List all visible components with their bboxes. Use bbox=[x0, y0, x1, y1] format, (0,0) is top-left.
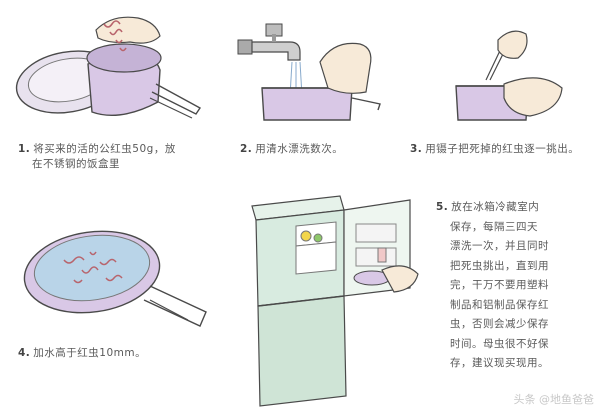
step5-number: 5. bbox=[436, 201, 449, 213]
refrigerator bbox=[251, 195, 347, 407]
step4-caption: 4.加水高于红虫10mm。 bbox=[18, 346, 218, 361]
step4-text: 加水高于红虫10mm。 bbox=[33, 347, 147, 359]
step5-text-line: 存，建议现买现用。 bbox=[450, 357, 549, 369]
step1-text: 将买来的活的公红虫50g，放 bbox=[33, 143, 176, 155]
step2-number: 2. bbox=[240, 143, 253, 155]
steel-lunchbox-with-water bbox=[23, 230, 207, 327]
step3-number: 3. bbox=[410, 143, 423, 155]
step3-caption: 3.用镊子把死掉的红虫逐一挑出。 bbox=[410, 142, 600, 157]
step1-caption: 1.将买来的活的公红虫50g，放 在不锈钢的饭盒里 bbox=[18, 142, 218, 172]
bottle-icon bbox=[377, 247, 387, 263]
step1-text-line2: 在不锈钢的饭盒里 bbox=[32, 158, 120, 170]
hand-icon bbox=[497, 30, 563, 117]
step5-text-line: 漂洗一次，并且同时 bbox=[450, 240, 549, 252]
step4-illustration bbox=[23, 230, 207, 327]
washing-basin bbox=[261, 87, 381, 121]
step3-text: 用镊子把死掉的红虫逐一挑出。 bbox=[425, 143, 580, 155]
step5-text-line: 时间。母虫很不好保 bbox=[450, 337, 549, 350]
fruit-icon bbox=[300, 230, 323, 243]
step5-caption: 5.放在冰箱冷藏室内 保存，每隔三四天 漂洗一次，并且同时 把死虫挑出，直到用 … bbox=[436, 198, 586, 374]
step5-text-line: 放在冰箱冷藏室内 bbox=[451, 201, 540, 213]
step4-number: 4. bbox=[18, 347, 31, 359]
faucet-icon bbox=[237, 23, 301, 61]
watermark-text: 头条 @地鱼爸爸 bbox=[513, 393, 595, 406]
red-worms bbox=[63, 251, 123, 284]
step5-text-line: 完，干万不要用塑料 bbox=[450, 279, 549, 291]
hand-icon bbox=[381, 265, 419, 293]
step2-text: 用清水漂洗数次。 bbox=[255, 143, 344, 155]
step2-illustration bbox=[237, 23, 381, 121]
hand-icon bbox=[95, 16, 161, 44]
step5-text-line: 把死虫挑出，直到用 bbox=[450, 259, 549, 272]
step5-text-line: 保存，每隔三四天 bbox=[450, 220, 538, 233]
step2-caption: 2.用清水漂洗数次。 bbox=[240, 142, 410, 157]
hand-icon bbox=[319, 42, 372, 94]
step1-number: 1. bbox=[18, 143, 31, 155]
step1-illustration bbox=[15, 16, 202, 119]
step5-text-line: 虫，否则会减少保存 bbox=[450, 318, 549, 330]
step5-text-line: 制品和铝制品保存红 bbox=[450, 298, 549, 311]
steel-lunchbox bbox=[86, 43, 202, 119]
red-worms bbox=[103, 20, 127, 52]
step3-illustration bbox=[455, 30, 563, 121]
step5-illustration bbox=[251, 195, 419, 407]
